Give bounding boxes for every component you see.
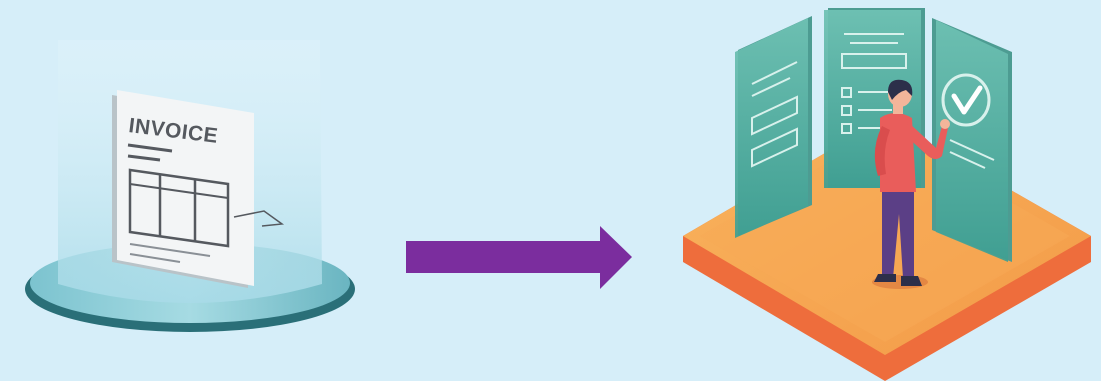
invoice-pedestal-group: INVOICE — [25, 40, 355, 332]
form-panel-left — [735, 16, 812, 238]
flow-arrow-icon — [406, 226, 632, 289]
isometric-platform-group — [683, 8, 1091, 381]
